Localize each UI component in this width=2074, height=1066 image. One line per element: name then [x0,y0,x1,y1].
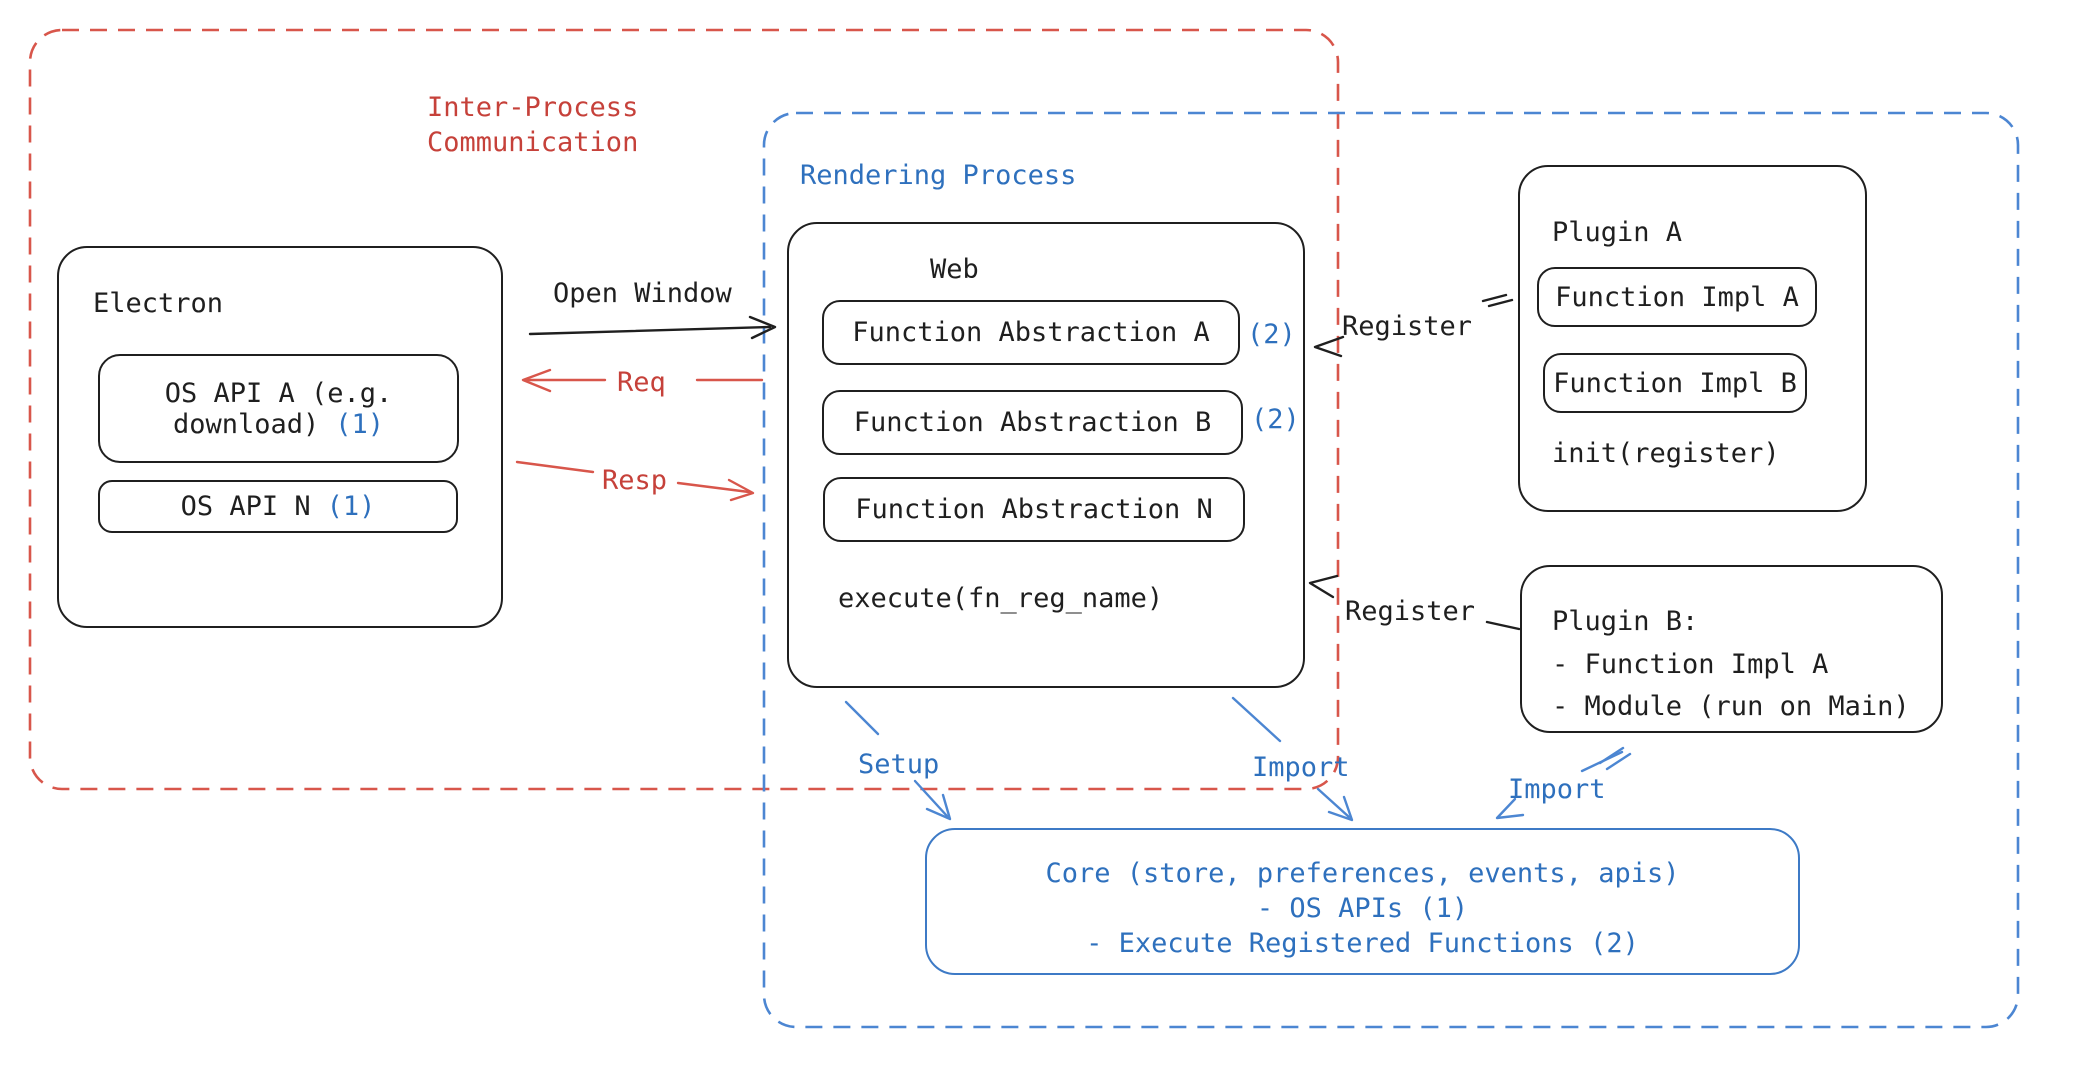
function-abstraction-b-badge: (2) [1251,404,1300,435]
execute-label: execute(fn_reg_name) [838,583,1164,614]
plugin-a-title: Plugin A [1552,217,1683,248]
os-api-n-label: OS API N [180,491,311,522]
setup-label: Setup [858,749,940,780]
function-abstraction-a-label: Function Abstraction A [852,317,1210,348]
plugin-b-line3: - Module (run on Main) [1552,691,1910,722]
plugin-b-line1: Plugin B: [1552,606,1699,637]
register-b-label: Register [1345,596,1476,627]
function-impl-a-label: Function Impl A [1555,281,1799,313]
import-plugin-label: Import [1508,774,1606,805]
electron-title: Electron [93,288,224,319]
os-api-a-line1: OS API A (e.g. [164,377,393,409]
function-impl-b-label: Function Impl B [1553,367,1797,399]
plugin-a-box [1518,165,1867,512]
function-abstraction-n-label: Function Abstraction N [855,494,1213,525]
plugin-b-box [1520,565,1943,733]
function-abstraction-a-box: Function Abstraction A [822,300,1240,365]
open-window-label: Open Window [553,278,732,309]
os-api-a-badge: (1) [335,408,385,440]
core-box [925,828,1800,975]
core-line2: - OS APIs (1) [1256,893,1469,924]
os-api-a-line2-text: download) [172,408,320,440]
os-api-a-box: OS API A (e.g. download) (1) [98,354,459,463]
req-label: Req [617,367,666,398]
os-api-n-badge: (1) [326,491,376,522]
ipc-label-line2: Communication [427,127,639,158]
function-abstraction-a-badge: (2) [1247,319,1296,350]
os-api-a-line2: download) (1) [173,409,384,440]
electron-box [57,246,503,628]
function-impl-a-box: Function Impl A [1537,267,1817,327]
open-window-arrow [528,315,777,340]
function-abstraction-b-box: Function Abstraction B [822,390,1243,455]
core-text: Core (store, preferences, events, apis) … [925,856,1800,961]
ipc-label-line1: Inter-Process [427,92,639,123]
resp-label: Resp [602,465,668,496]
rendering-process-label: Rendering Process [800,160,1077,191]
init-register-label: init(register) [1552,438,1780,469]
function-abstraction-n-box: Function Abstraction N [823,477,1245,542]
web-box [787,222,1305,688]
ipc-label: Inter-Process Communication [427,90,638,160]
function-impl-b-box: Function Impl B [1543,353,1807,413]
core-line1: Core (store, preferences, events, apis) [1045,858,1680,889]
core-line3: - Execute Registered Functions (2) [1086,928,1639,959]
os-api-n-box: OS API N (1) [98,480,458,533]
register-a-label: Register [1342,311,1473,342]
web-title: Web [930,254,979,285]
import-web-label: Import [1252,752,1350,783]
plugin-b-line2: - Function Impl A [1552,648,1829,680]
function-abstraction-b-label: Function Abstraction B [853,407,1212,438]
plugin-b-text: Plugin B: - Function Impl A - Module (ru… [1552,601,1910,729]
